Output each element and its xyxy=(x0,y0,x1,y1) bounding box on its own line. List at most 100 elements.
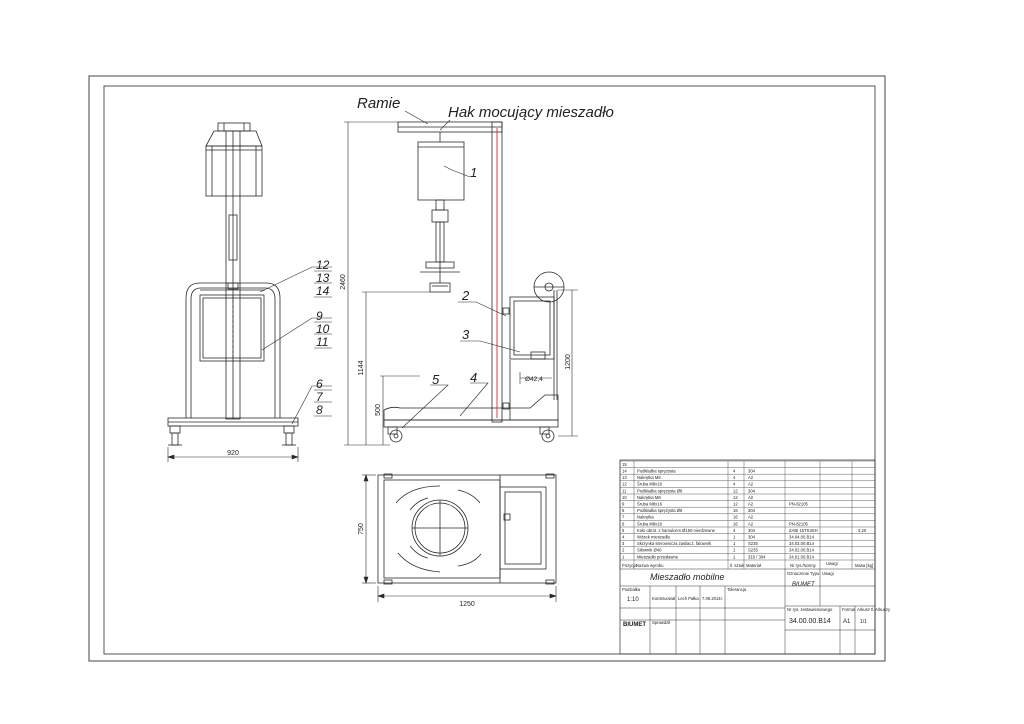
tb-sheet-label: Arkusz Il. Arkuszy xyxy=(857,607,891,612)
dim-top-depth: 750 xyxy=(358,523,365,535)
balloon-13: 13 xyxy=(316,271,330,285)
front-view xyxy=(167,122,299,446)
parts-cell-poz: 14 xyxy=(622,469,627,474)
side-dimensions xyxy=(344,121,578,446)
balloon-10: 10 xyxy=(316,322,330,336)
parts-cell-qty: 1 xyxy=(733,535,736,540)
tb-tolerance-label: Tolerancja xyxy=(727,587,747,592)
balloon-12: 12 xyxy=(316,258,330,272)
tb-format: A1 xyxy=(843,619,851,625)
parts-cell-name: Siłownik Ø40 xyxy=(637,548,662,553)
parts-cell-name: Nakrętka xyxy=(637,515,654,520)
parts-cell-poz: 9 xyxy=(622,502,625,507)
parts-cell-mat: S235 xyxy=(748,548,758,553)
tb-drawing-no: 34.00.00.B14 xyxy=(789,618,831,625)
parts-cell-poz: 1 xyxy=(622,554,625,559)
hdr-name: Nazwa wyrobu xyxy=(636,563,664,568)
balloon-9: 9 xyxy=(316,309,323,323)
parts-cell-name: Mieszadło przesławne xyxy=(637,554,679,559)
parts-cell-mat: A2 xyxy=(748,475,754,480)
dim-pipe-diameter: Ø42,4 xyxy=(525,376,543,383)
parts-cell-qty: 12 xyxy=(733,488,738,493)
parts-cell-name: Podkładka sprężysta xyxy=(637,469,676,474)
hdr-qty: Il. sztuk xyxy=(730,563,745,568)
balloon-11: 11 xyxy=(316,335,328,349)
hdr-mat: Materiał xyxy=(746,563,761,568)
parts-cell-poz: 13 xyxy=(622,475,627,480)
parts-cell-name: Skrzynka sterownicza zasilacz, falownik xyxy=(637,541,712,546)
front-leaders xyxy=(259,266,332,425)
parts-cell-mat: A2 xyxy=(748,521,754,526)
parts-cell-mat: 304 xyxy=(748,508,756,513)
parts-cell-name: Śruba M8x16 xyxy=(637,521,663,526)
tb-drawing-no-label: Nr rys. zestawieniowego xyxy=(787,607,833,612)
balloon-2: 2 xyxy=(461,288,470,303)
tb-scale-label: Podziałka xyxy=(622,587,641,592)
parts-cell-qty: 12 xyxy=(733,495,738,500)
parts-cell-poz: 3 xyxy=(622,541,625,546)
balloon-5: 5 xyxy=(432,372,440,387)
balloon-1: 1 xyxy=(470,165,477,180)
balloon-4: 4 xyxy=(470,370,477,385)
dim-top-length: 1250 xyxy=(459,601,475,608)
outer-frame xyxy=(88,75,886,662)
parts-cell-mat: 304 xyxy=(748,469,756,474)
parts-cell-qty: 1 xyxy=(733,548,736,553)
parts-cell-name: Śruba M8x16 xyxy=(637,482,663,487)
tb-drawn-date: 7.06.2014r. xyxy=(702,596,723,601)
tb-title: Mieszadło mobilne xyxy=(650,572,725,582)
parts-cell-mat: 304 xyxy=(748,535,756,540)
parts-cell-poz: 8 xyxy=(622,508,625,513)
parts-cell-name: Wózek mieszadła xyxy=(637,535,670,540)
parts-cell-poz: 6 xyxy=(622,521,625,526)
parts-cell-mat: 304 xyxy=(748,488,756,493)
parts-cell-qty: 12 xyxy=(733,502,738,507)
label-hook: Hak mocujący mieszadło xyxy=(448,104,614,121)
parts-cell-mat: A2 xyxy=(748,482,754,487)
balloon-7: 7 xyxy=(316,390,324,404)
parts-cell-name: Nakrętka M8 xyxy=(637,495,661,500)
dim-side-mid: 1144 xyxy=(358,360,365,375)
parts-cell-poz: 4 xyxy=(622,535,625,540)
parts-cell-poz: 7 xyxy=(622,515,625,520)
parts-cell-norm: 34.02.00.B14 xyxy=(789,548,815,553)
parts-cell-norm: 34.03.00.B14 xyxy=(789,541,815,546)
parts-cell-qty: 4 xyxy=(733,482,736,487)
parts-cell-qty: 4 xyxy=(733,475,736,480)
balloon-3: 3 xyxy=(462,327,470,342)
parts-cell-qty: 16 xyxy=(733,515,738,520)
parts-cell-mat: 316 / 304 xyxy=(748,554,766,559)
front-width-dimension xyxy=(167,447,299,462)
tb-type-label: Oznaczenie Typu xyxy=(787,571,820,576)
parts-cell-norm: 34.01.00.B14 xyxy=(789,554,815,559)
parts-cell-poz: 2 xyxy=(622,548,625,553)
dim-side-right: 1200 xyxy=(565,354,572,370)
dim-side-total: 2460 xyxy=(340,274,347,290)
tb-scale: 1:10 xyxy=(627,597,639,603)
parts-cell-qty: 1 xyxy=(733,541,736,546)
parts-cell-poz: 15 xyxy=(622,462,627,467)
tb-drawn-role: Konstruował xyxy=(652,596,675,601)
parts-cell-mat: A2 xyxy=(748,502,754,507)
top-dimensions xyxy=(362,474,557,602)
hdr-norm: Nr rys./Normy xyxy=(790,563,817,568)
side-view xyxy=(383,121,565,443)
parts-cell-qty: 4 xyxy=(733,528,736,533)
dim-side-low: 500 xyxy=(375,404,382,416)
parts-cell-poz: 11 xyxy=(622,488,627,493)
tb-company: BIUMET xyxy=(623,622,646,628)
tb-drawn-name: Lech Pałka xyxy=(678,596,699,601)
side-leaders xyxy=(401,110,521,429)
parts-cell-name: Podkładka sprężysta Ø8 xyxy=(637,488,683,493)
parts-cell-qty: 1 xyxy=(733,554,736,559)
parts-cell-poz: 12 xyxy=(622,482,627,487)
hdr-mass: Masa [kg] xyxy=(855,563,873,568)
parts-cell-qty: 16 xyxy=(733,508,738,513)
parts-cell-name: Nakrętka M8 xyxy=(637,475,661,480)
hdr-uwagi: Uwagi xyxy=(826,561,838,566)
parts-cell-mat: A2 xyxy=(748,515,754,520)
parts-cell-norm: 34.04.00.B14 xyxy=(789,535,815,540)
parts-cell-qty: 4 xyxy=(733,469,736,474)
